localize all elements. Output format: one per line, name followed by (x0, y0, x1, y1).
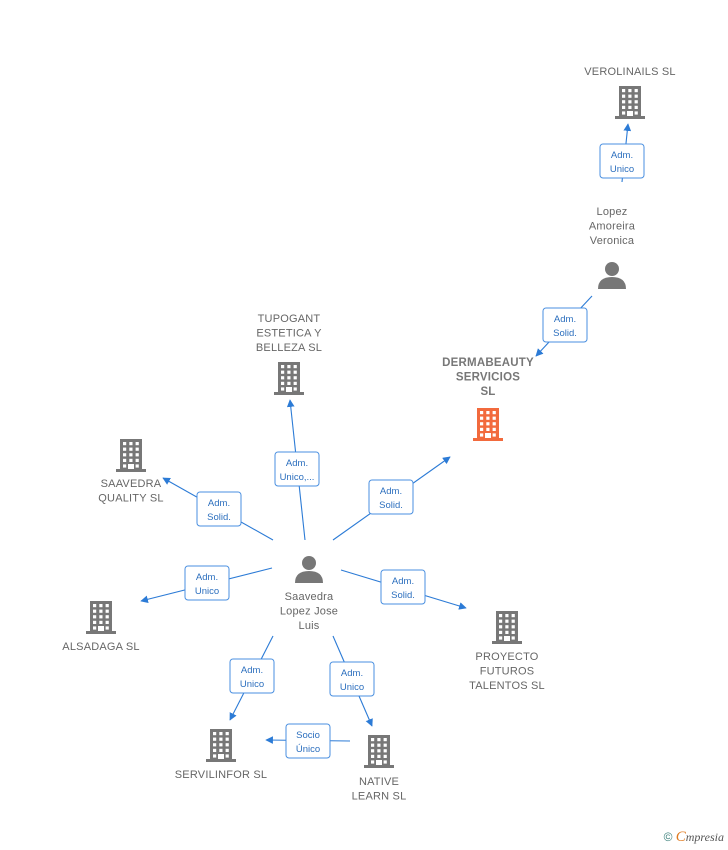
brand-name: mpresia (685, 830, 724, 844)
node-label: Lopez Jose (280, 606, 338, 618)
role-badge[interactable]: Adm. Unico,... (274, 451, 320, 487)
role-text: Unico (340, 682, 364, 693)
node-proyecto[interactable]: PROYECTO FUTUROS TALENTOS SL (469, 611, 545, 692)
node-label: SL (480, 386, 495, 398)
role-badge[interactable]: Adm. Solid. (196, 491, 242, 527)
brand-logo-initial: C (675, 829, 686, 845)
role-badge-box (229, 658, 275, 694)
edge-saavedra-to-proyecto: Adm. Solid. (340, 569, 467, 610)
building-icon (364, 735, 394, 768)
role-badge[interactable]: Adm. Unico (229, 658, 275, 694)
edge-saavedra-to-dermabeauty: Adm. Solid. (332, 456, 451, 541)
edge-saavedra-to-saavedra-quality: Adm. Solid. (162, 477, 274, 541)
building-icon (473, 408, 503, 441)
role-badge[interactable]: Adm. Solid. (380, 569, 426, 605)
role-text: Unico (240, 679, 264, 690)
node-label: SERVICIOS (456, 372, 520, 384)
node-label: Luis (299, 620, 320, 632)
role-badge-box (368, 479, 414, 515)
role-badge[interactable]: Adm. Unico (329, 661, 375, 697)
copyright-icon: © (663, 830, 673, 844)
role-text: Adm. (392, 576, 414, 587)
node-dermabeauty[interactable]: DERMABEAUTY SERVICIOS SL (442, 357, 534, 441)
role-badge[interactable]: Adm. Unico (599, 143, 645, 179)
node-native[interactable]: NATIVE LEARN SL (352, 735, 407, 803)
building-icon (274, 362, 304, 395)
node-label: TUPOGANT (258, 313, 321, 325)
building-icon (492, 611, 522, 644)
person-icon (598, 262, 626, 289)
role-text: Adm. (611, 150, 633, 161)
role-text: Solid. (391, 590, 415, 601)
role-badge[interactable]: Adm. Solid. (542, 307, 588, 343)
edges-layer: Adm.UnicoAdm.Solid.Adm.Solid.Adm.Unico,.… (140, 123, 645, 759)
node-label: Amoreira (589, 221, 636, 233)
node-label: VEROLINAILS SL (584, 66, 675, 78)
node-label: Veronica (590, 235, 635, 247)
role-text: Unico (610, 164, 634, 175)
role-badge-box (599, 143, 645, 179)
role-text: Unico (195, 586, 219, 597)
role-badge-box (329, 661, 375, 697)
node-label: NATIVE (359, 776, 399, 788)
role-text: Adm. (208, 498, 230, 509)
node-saavedra-quality[interactable]: SAAVEDRA QUALITY SL (98, 439, 163, 505)
role-text: Unico,... (280, 472, 315, 483)
node-label: SERVILINFOR SL (175, 769, 267, 781)
role-text: Adm. (341, 668, 363, 679)
node-servilinfor[interactable]: SERVILINFOR SL (175, 729, 267, 781)
role-text: Adm. (380, 486, 402, 497)
role-text: Solid. (207, 512, 231, 523)
role-text: Socio (296, 730, 320, 741)
edge-saavedra-to-alsadaga: Adm. Unico (140, 565, 273, 604)
node-label: DERMABEAUTY (442, 357, 534, 369)
node-label: ESTETICA Y (256, 328, 322, 340)
node-label: Saavedra (285, 591, 334, 603)
building-icon (615, 86, 645, 119)
role-text: Adm. (196, 572, 218, 583)
node-label: FUTUROS (480, 666, 535, 678)
role-badge-box (285, 723, 331, 759)
role-badge-box (184, 565, 230, 601)
edge-lopez-to-verolinails: Adm. Unico (599, 123, 645, 183)
role-text: Solid. (553, 328, 577, 339)
edge-saavedra-to-tupogant: Adm. Unico,... (274, 399, 320, 541)
role-badge-box (196, 491, 242, 527)
node-label: LEARN SL (352, 791, 407, 803)
building-icon (86, 601, 116, 634)
role-text: Adm. (554, 314, 576, 325)
node-label: SAAVEDRA (101, 478, 162, 490)
role-text: Solid. (379, 500, 403, 511)
node-label: Lopez (597, 206, 628, 218)
footer-brand: © Cmpresia (664, 829, 724, 846)
node-label: BELLEZA SL (256, 342, 322, 354)
nodes-layer: VEROLINAILS SL LopezAmoreiraVeronicaDERMA… (62, 66, 675, 803)
role-text: Adm. (241, 665, 263, 676)
node-label: PROYECTO (475, 651, 538, 663)
role-text: Único (296, 744, 320, 755)
node-label: QUALITY SL (98, 493, 163, 505)
role-badge-box (542, 307, 588, 343)
edge-lopez-to-dermabeauty: Adm. Solid. (535, 295, 593, 357)
building-icon (116, 439, 146, 472)
role-badge[interactable]: Adm. Unico (184, 565, 230, 601)
node-verolinails[interactable]: VEROLINAILS SL (584, 66, 676, 119)
role-badge[interactable]: Adm. Solid. (368, 479, 414, 515)
person-icon (295, 556, 323, 583)
edge-saavedra-to-servilinfor: Adm. Unico (229, 635, 275, 721)
node-label: ALSADAGA SL (62, 641, 139, 653)
node-alsadaga[interactable]: ALSADAGA SL (62, 601, 140, 653)
role-badge-box (274, 451, 320, 487)
role-badge-box (380, 569, 426, 605)
node-tupogant[interactable]: TUPOGANT ESTETICA Y BELLEZA SL (256, 313, 322, 395)
node-label: TALENTOS SL (469, 680, 545, 692)
role-text: Adm. (286, 458, 308, 469)
edge-saavedra-to-native: Adm. Unico (329, 635, 375, 727)
building-icon (206, 729, 236, 762)
